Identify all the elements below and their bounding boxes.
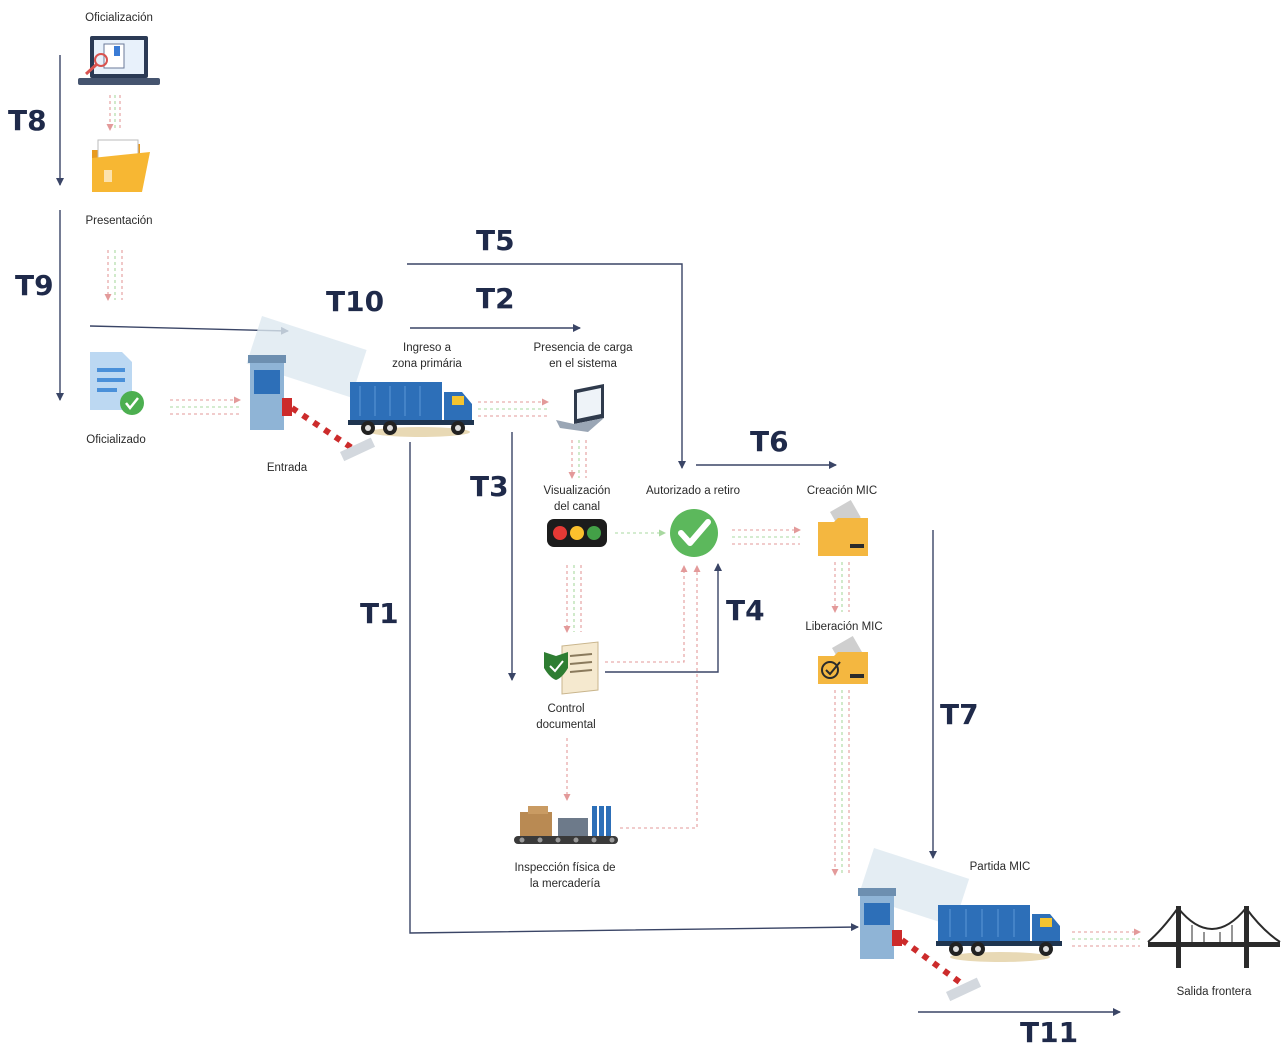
liberacion-mic-label: Liberación MIC bbox=[805, 621, 882, 633]
control-label-line2: documental bbox=[536, 719, 595, 731]
conveyor-boxes-icon bbox=[514, 806, 618, 844]
entrada-label: Entrada bbox=[267, 462, 308, 474]
laptop-document-icon bbox=[78, 36, 160, 85]
ingreso-label-line2: zona primária bbox=[392, 358, 462, 370]
truck-icon bbox=[348, 382, 474, 437]
time-labels: T8 T9 T10 T5 T2 T3 T6 T4 T1 T7 T11 bbox=[8, 104, 1078, 1048]
label-t7: T7 bbox=[940, 698, 979, 731]
label-t8: T8 bbox=[8, 104, 47, 137]
arrow-t1 bbox=[409, 442, 859, 934]
node-ingreso: Ingreso a zona primária bbox=[348, 342, 474, 437]
node-presencia: Presencia de carga en el sistema bbox=[533, 342, 633, 432]
arrow-t5 bbox=[407, 263, 686, 469]
ingreso-label-line1: Ingreso a bbox=[403, 342, 452, 354]
document-shield-icon bbox=[544, 641, 599, 695]
presentacion-label: Presentación bbox=[85, 215, 152, 227]
label-t9: T9 bbox=[15, 269, 54, 302]
node-control-documental: Control documental bbox=[536, 641, 599, 731]
presencia-label-line1: Presencia de carga bbox=[533, 342, 633, 354]
label-t2: T2 bbox=[476, 282, 515, 315]
partida-mic-label: Partida MIC bbox=[970, 861, 1031, 873]
node-salida-frontera: Salida frontera bbox=[1147, 906, 1281, 998]
node-inspeccion: Inspección física de la mercadería bbox=[514, 806, 618, 890]
salida-frontera-label: Salida frontera bbox=[1177, 986, 1252, 998]
creacion-mic-label: Creación MIC bbox=[807, 485, 877, 497]
label-t4: T4 bbox=[726, 594, 765, 627]
node-entrada: Entrada bbox=[246, 316, 376, 474]
approved-document-icon bbox=[90, 352, 144, 415]
node-oficializacion: Oficialización bbox=[78, 12, 160, 85]
arrow-t4 bbox=[605, 563, 722, 673]
folder-check-icon bbox=[818, 636, 868, 684]
node-autorizado: Autorizado a retiro bbox=[646, 485, 740, 557]
oficializado-label: Oficializado bbox=[86, 434, 145, 446]
bridge-icon bbox=[1147, 906, 1281, 968]
check-circle-icon bbox=[670, 509, 718, 557]
oficializacion-label: Oficialización bbox=[85, 12, 153, 24]
traffic-light-icon bbox=[547, 519, 607, 547]
label-t1: T1 bbox=[360, 597, 399, 630]
autorizado-label: Autorizado a retiro bbox=[646, 485, 740, 497]
label-t3: T3 bbox=[470, 470, 509, 503]
node-presentacion: Presentación bbox=[85, 139, 153, 227]
laptop-icon bbox=[556, 384, 604, 432]
node-creacion-mic: Creación MIC bbox=[807, 485, 877, 556]
visualizacion-label-line2: del canal bbox=[554, 501, 600, 513]
folder-icon bbox=[818, 500, 868, 556]
timing-arrows bbox=[56, 55, 1121, 1016]
visualizacion-label-line1: Visualización bbox=[544, 485, 611, 497]
node-oficializado: Oficializado bbox=[86, 352, 146, 446]
toll-booth-truck-icon bbox=[858, 847, 1062, 1002]
control-label-line1: Control bbox=[547, 703, 584, 715]
inspeccion-label-line2: la mercadería bbox=[530, 878, 601, 890]
label-t5: T5 bbox=[476, 224, 515, 257]
node-partida-mic: Partida MIC bbox=[858, 847, 1062, 1002]
label-t11: T11 bbox=[1020, 1016, 1078, 1048]
folder-icon bbox=[92, 139, 150, 192]
node-liberacion-mic: Liberación MIC bbox=[805, 621, 883, 684]
label-t6: T6 bbox=[750, 425, 789, 458]
node-visualizacion: Visualización del canal bbox=[544, 485, 611, 547]
flow-connectors bbox=[104, 95, 1141, 947]
arrow-t10 bbox=[89, 325, 289, 335]
label-t10: T10 bbox=[326, 285, 384, 318]
presencia-label-line2: en el sistema bbox=[549, 358, 617, 370]
inspeccion-label-line1: Inspección física de bbox=[514, 862, 615, 874]
toll-booth-barrier-icon bbox=[246, 316, 376, 462]
